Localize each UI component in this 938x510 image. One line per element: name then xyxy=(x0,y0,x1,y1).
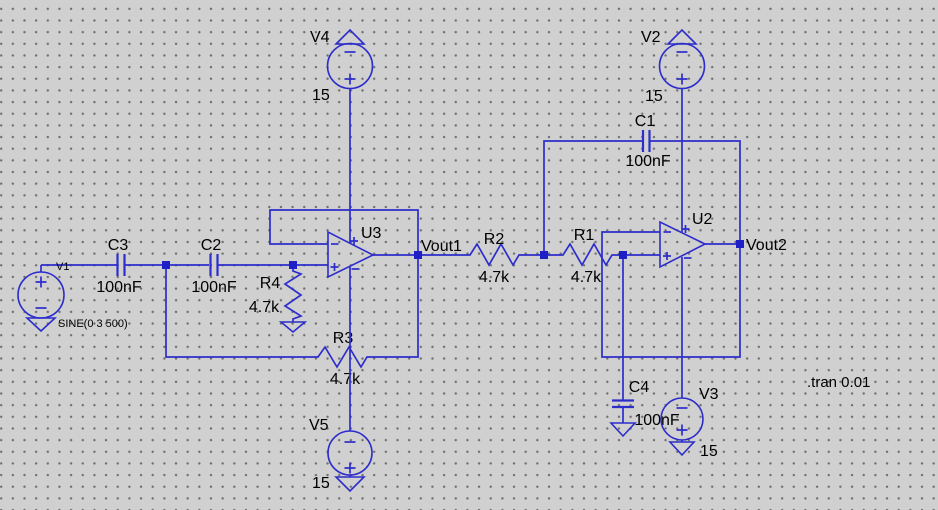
capacitor-c3[interactable]: C3 100nF xyxy=(96,237,142,296)
resistor-r3-feedback-loop[interactable]: R3 4.7k xyxy=(165,255,419,388)
component-label[interactable]: C2 xyxy=(201,237,222,254)
component-value[interactable]: 15 xyxy=(312,475,330,492)
ground-icon[interactable] xyxy=(666,28,698,45)
component-value[interactable]: 15 xyxy=(645,88,663,105)
net-label-vout1[interactable]: Vout1 xyxy=(421,238,462,255)
component-label[interactable]: R1 xyxy=(574,227,595,244)
resistor-r4[interactable]: R4 4.7k xyxy=(249,265,308,334)
component-label[interactable]: R3 xyxy=(333,330,354,347)
component-label[interactable]: R2 xyxy=(484,231,505,248)
capacitor-plates[interactable] xyxy=(209,254,219,276)
junction-dot xyxy=(619,251,627,259)
capacitor-c2[interactable]: C2 100nF xyxy=(191,237,237,296)
junction-dot xyxy=(289,261,297,269)
junction-dots xyxy=(162,240,744,269)
component-label[interactable]: V1 xyxy=(56,261,69,273)
ground-icon[interactable] xyxy=(278,321,308,334)
ground-icon[interactable] xyxy=(668,441,696,457)
junction-dot xyxy=(414,251,422,259)
ground-icon[interactable] xyxy=(609,422,637,438)
capacitor-c1-feedback-loop[interactable]: C1 100nF xyxy=(543,113,741,255)
component-label[interactable]: R4 xyxy=(260,275,281,292)
wire[interactable] xyxy=(650,140,741,244)
plus-terminal-icon xyxy=(344,73,356,85)
voltage-source-v5[interactable]: V5 15 xyxy=(309,417,373,493)
feedback-wire[interactable] xyxy=(601,231,741,358)
voltage-source-v1[interactable]: V1 SINE(0 3 500) xyxy=(17,261,128,333)
component-label[interactable]: V3 xyxy=(699,386,719,403)
component-value[interactable]: 4.7k xyxy=(249,299,280,316)
opamp-triangle[interactable] xyxy=(659,220,707,269)
junction-dot xyxy=(736,240,744,248)
vplus-pin-icon xyxy=(350,237,358,245)
component-value[interactable]: 100nF xyxy=(625,153,671,170)
voltage-source-v4[interactable]: V4 15 xyxy=(310,28,374,104)
component-label[interactable]: V5 xyxy=(309,417,329,434)
ground-icon[interactable] xyxy=(334,28,366,45)
voltage-source-v3[interactable]: V3 15 xyxy=(660,386,719,460)
spice-directive[interactable]: .tran 0.01 xyxy=(807,374,870,391)
component-value[interactable]: 100nF xyxy=(191,279,237,296)
ground-icon[interactable] xyxy=(24,317,58,333)
opamp-u2[interactable]: U2 xyxy=(601,88,741,398)
noninverting-input-icon xyxy=(330,263,339,271)
component-label[interactable]: C4 xyxy=(629,379,650,396)
opamp-triangle[interactable] xyxy=(327,230,375,279)
component-value[interactable]: 4.7k xyxy=(479,269,510,286)
plus-terminal-icon xyxy=(676,424,688,436)
noninverting-input-icon xyxy=(663,252,671,260)
capacitor-plates[interactable] xyxy=(612,399,634,409)
plus-terminal-icon xyxy=(676,73,688,85)
resistor-r1[interactable]: R1 4.7k xyxy=(571,227,602,286)
wire[interactable] xyxy=(543,140,642,255)
component-value[interactable]: 4.7k xyxy=(330,371,361,388)
resistor-zigzag[interactable] xyxy=(165,255,419,369)
component-label[interactable]: C3 xyxy=(108,237,129,254)
component-value[interactable]: 100nF xyxy=(96,279,142,296)
junction-dot xyxy=(162,261,170,269)
plus-terminal-icon xyxy=(344,462,356,474)
voltage-source-v2[interactable]: V2 15 xyxy=(641,28,706,105)
component-label[interactable]: V4 xyxy=(310,29,330,46)
component-value[interactable]: 15 xyxy=(700,443,718,460)
feedback-wire[interactable] xyxy=(269,209,419,255)
plus-terminal-icon xyxy=(35,276,47,288)
resistor-r2[interactable]: R2 4.7k xyxy=(479,231,510,286)
component-value[interactable]: 4.7k xyxy=(571,269,602,286)
opamp-u3[interactable]: U3 xyxy=(269,88,419,431)
component-value[interactable]: SINE(0 3 500) xyxy=(58,318,128,330)
resistor-zigzag[interactable] xyxy=(283,265,303,322)
capacitor-plates[interactable] xyxy=(116,254,126,276)
junction-dot xyxy=(540,251,548,259)
net-input-wire[interactable] xyxy=(40,264,328,272)
capacitor-plates[interactable] xyxy=(641,130,651,152)
ground-icon[interactable] xyxy=(334,476,366,493)
vplus-pin-icon xyxy=(681,225,690,233)
capacitor-c4[interactable]: C4 100nF xyxy=(609,255,680,438)
component-label[interactable]: U2 xyxy=(692,211,713,228)
component-value[interactable]: 15 xyxy=(312,87,330,104)
component-label[interactable]: U3 xyxy=(361,225,382,242)
component-value[interactable]: 100nF xyxy=(634,412,680,429)
component-label[interactable]: C1 xyxy=(635,113,656,130)
net-label-vout2[interactable]: Vout2 xyxy=(746,237,787,254)
component-label[interactable]: V2 xyxy=(641,29,661,46)
